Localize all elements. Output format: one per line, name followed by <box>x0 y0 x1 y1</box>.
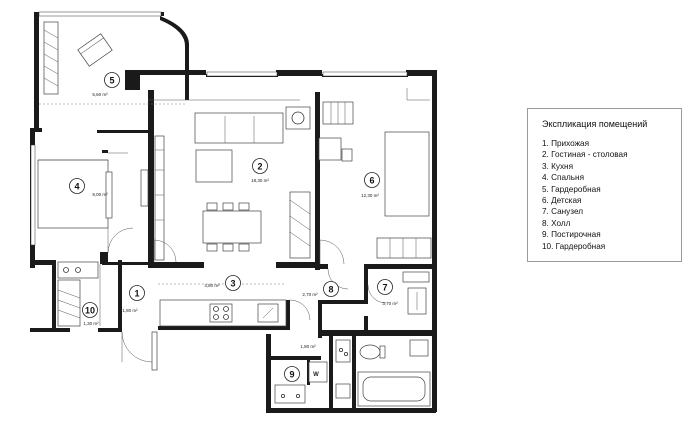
svg-text:4,80 m²: 4,80 m² <box>204 283 220 288</box>
svg-text:12,30 m²: 12,30 m² <box>361 193 379 198</box>
room-2: 2 18,30 m² <box>251 158 269 183</box>
room-4: 4 9,00 m² <box>69 178 108 197</box>
svg-text:10: 10 <box>85 306 95 316</box>
washing-machine-mark: W <box>313 372 319 378</box>
room-1: 1 1,80 m² <box>122 285 145 313</box>
legend-list: 1. Прихожая 2. Гостиная - столовая 3. Ку… <box>542 138 673 252</box>
legend-box: Экспликация помещений 1. Прихожая 2. Гос… <box>527 108 682 262</box>
room-5: 5 5,60 m² <box>92 72 120 97</box>
svg-text:7: 7 <box>382 283 387 293</box>
svg-text:18,30 m²: 18,30 m² <box>251 178 269 183</box>
svg-text:3: 3 <box>230 279 235 289</box>
svg-text:4: 4 <box>74 182 79 192</box>
svg-text:5: 5 <box>109 76 114 86</box>
svg-text:6: 6 <box>369 176 374 186</box>
legend-item: 10. Гардеробная <box>542 241 606 251</box>
svg-text:5,60 m²: 5,60 m² <box>92 92 108 97</box>
legend-item: 2. Гостиная - столовая <box>542 150 628 160</box>
room-8: 8 2,70 m² <box>302 281 339 297</box>
legend-item: 9. Постирочная <box>542 230 601 240</box>
legend-item: 3. Кухня <box>542 161 574 171</box>
room-6: 6 12,30 m² <box>361 172 380 198</box>
svg-text:1,30 m²: 1,30 m² <box>83 321 99 326</box>
svg-text:8: 8 <box>328 285 333 295</box>
legend-item: 7. Санузел <box>542 207 583 217</box>
svg-text:2: 2 <box>257 162 262 172</box>
legend-title: Экспликация помещений <box>542 119 648 129</box>
svg-text:3,70 m²: 3,70 m² <box>382 301 398 306</box>
legend-item: 5. Гардеробная <box>542 184 601 194</box>
svg-text:1,80 m²: 1,80 m² <box>300 344 316 349</box>
svg-text:2,70 m²: 2,70 m² <box>302 292 318 297</box>
room-10: 10 1,30 m² <box>82 302 99 326</box>
legend-item: 4. Спальня <box>542 173 585 183</box>
legend-item: 8. Холл <box>542 218 571 228</box>
legend-item: 1. Прихожая <box>542 139 590 148</box>
room-labels: 1 1,80 m² 2 18,30 m² 3 4,80 m² 4 9,00 m²… <box>69 72 398 382</box>
walls <box>30 11 437 413</box>
furniture <box>37 21 432 407</box>
svg-text:9,00 m²: 9,00 m² <box>92 192 108 197</box>
room-7: 7 3,70 m² <box>377 279 398 306</box>
room-9: 9 1,80 m² <box>284 344 316 382</box>
floor-plan: 1 1,80 m² 2 18,30 m² 3 4,80 m² 4 9,00 m²… <box>30 11 437 413</box>
svg-text:9: 9 <box>289 370 294 380</box>
room-3: 3 4,80 m² <box>204 275 241 291</box>
legend-item: 6. Детская <box>542 196 582 206</box>
svg-text:1: 1 <box>134 289 139 299</box>
svg-text:1,80 m²: 1,80 m² <box>122 308 138 313</box>
